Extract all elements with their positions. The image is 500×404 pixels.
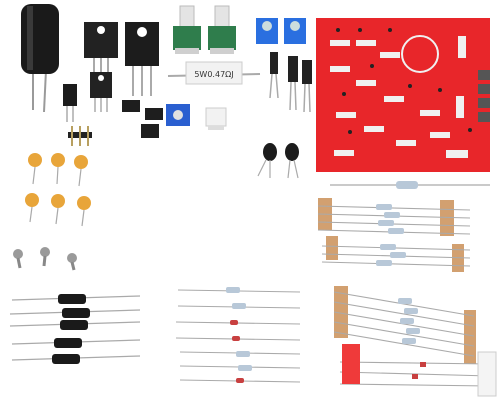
power-resistor-label: 5W0.47ΩJ: [194, 70, 233, 79]
resistor: [175, 287, 301, 383]
resistor-strip: [317, 198, 471, 272]
bridge-rectifier: [122, 100, 163, 138]
led: [342, 344, 426, 384]
power-transistor: [125, 22, 159, 96]
pcb-board: [316, 18, 490, 172]
potentiometer: [208, 5, 236, 54]
mosfet-heatsink: [84, 22, 118, 74]
screw: [13, 247, 77, 263]
connector: [205, 107, 227, 130]
diode: [9, 294, 141, 364]
trimmer: [166, 104, 190, 126]
screw-terminal: [256, 18, 306, 44]
ceramic-capacitor: [25, 153, 91, 210]
power-resistor: 5W0.47ΩJ: [167, 61, 261, 85]
small-transistor: [257, 143, 299, 179]
electrolytic-capacitor: [21, 4, 59, 113]
resistor: [330, 181, 490, 189]
pin-header: [68, 126, 92, 146]
voltage-regulator: [90, 72, 112, 112]
connector: [477, 351, 497, 397]
potentiometer: [173, 5, 201, 54]
voltage-regulator: [63, 84, 77, 122]
small-capacitor: [269, 52, 312, 113]
